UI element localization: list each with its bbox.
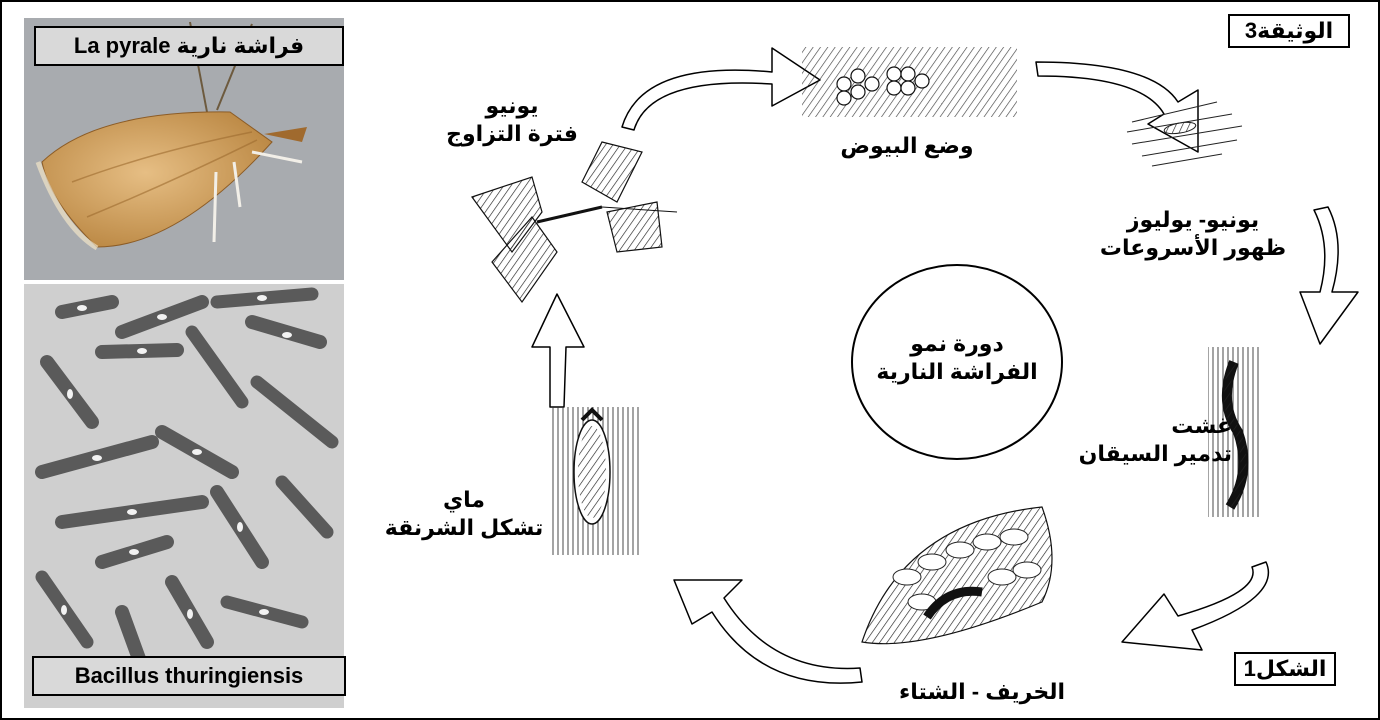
stage-winter-label: الخريف - الشتاء xyxy=(882,678,1082,706)
stage-damage-line-1: غشت xyxy=(1082,412,1232,440)
document-label: الوثيقة3 xyxy=(1228,14,1350,48)
stage-pupa-line-2: تشكل الشرنقة xyxy=(384,514,544,542)
stage-pupa-label: ماي تشكل الشرنقة xyxy=(384,486,544,542)
stage-pupa-line-1: ماي xyxy=(384,486,544,514)
pupa-illustration xyxy=(550,407,640,555)
moth-caption: فراشة نارية La pyrale xyxy=(34,26,344,66)
corn-stalk-illustration xyxy=(862,507,1052,644)
center-line-2: الفراشة النارية xyxy=(872,358,1042,386)
arrow-pupa-to-mating xyxy=(532,294,584,407)
cycle-center-title: دورة نمو الفراشة النارية xyxy=(872,330,1042,386)
center-line-1: دورة نمو xyxy=(872,330,1042,358)
figure-label: الشكل1 xyxy=(1234,652,1336,686)
arrow-mating-to-eggs xyxy=(622,48,820,130)
stage-mating-line-1: يونيو xyxy=(422,92,602,120)
stage-mating-line-2: فترة التزاوج xyxy=(422,120,602,148)
bacteria-photo xyxy=(24,284,344,708)
stage-mating-label: يونيو فترة التزاوج xyxy=(422,92,602,148)
mating-moths-illustration xyxy=(472,142,677,302)
stage-damage-line-2: تدمير السيقان xyxy=(1082,440,1232,468)
arrow-winter-to-pupa xyxy=(674,580,862,683)
eggs-illustration xyxy=(802,47,1017,117)
stage-larvae-line-1: يونيو- يوليوز xyxy=(1082,206,1304,234)
stage-damage-label: غشت تدمير السيقان xyxy=(1082,412,1232,468)
stage-eggs-line-1: وضع البيوض xyxy=(832,132,982,160)
stage-larvae-label: يونيو- يوليوز ظهور الأسروعات xyxy=(1082,206,1304,262)
stage-eggs-label: وضع البيوض xyxy=(832,132,982,160)
arrow-larvae-to-damage xyxy=(1300,207,1358,344)
stage-winter-line-1: الخريف - الشتاء xyxy=(882,678,1082,706)
arrow-eggs-to-larvae xyxy=(1036,62,1198,152)
bacteria-caption: Bacillus thuringiensis xyxy=(32,656,346,696)
stage-larvae-line-2: ظهور الأسروعات xyxy=(1082,234,1304,262)
arrow-damage-to-winter xyxy=(1122,562,1268,650)
